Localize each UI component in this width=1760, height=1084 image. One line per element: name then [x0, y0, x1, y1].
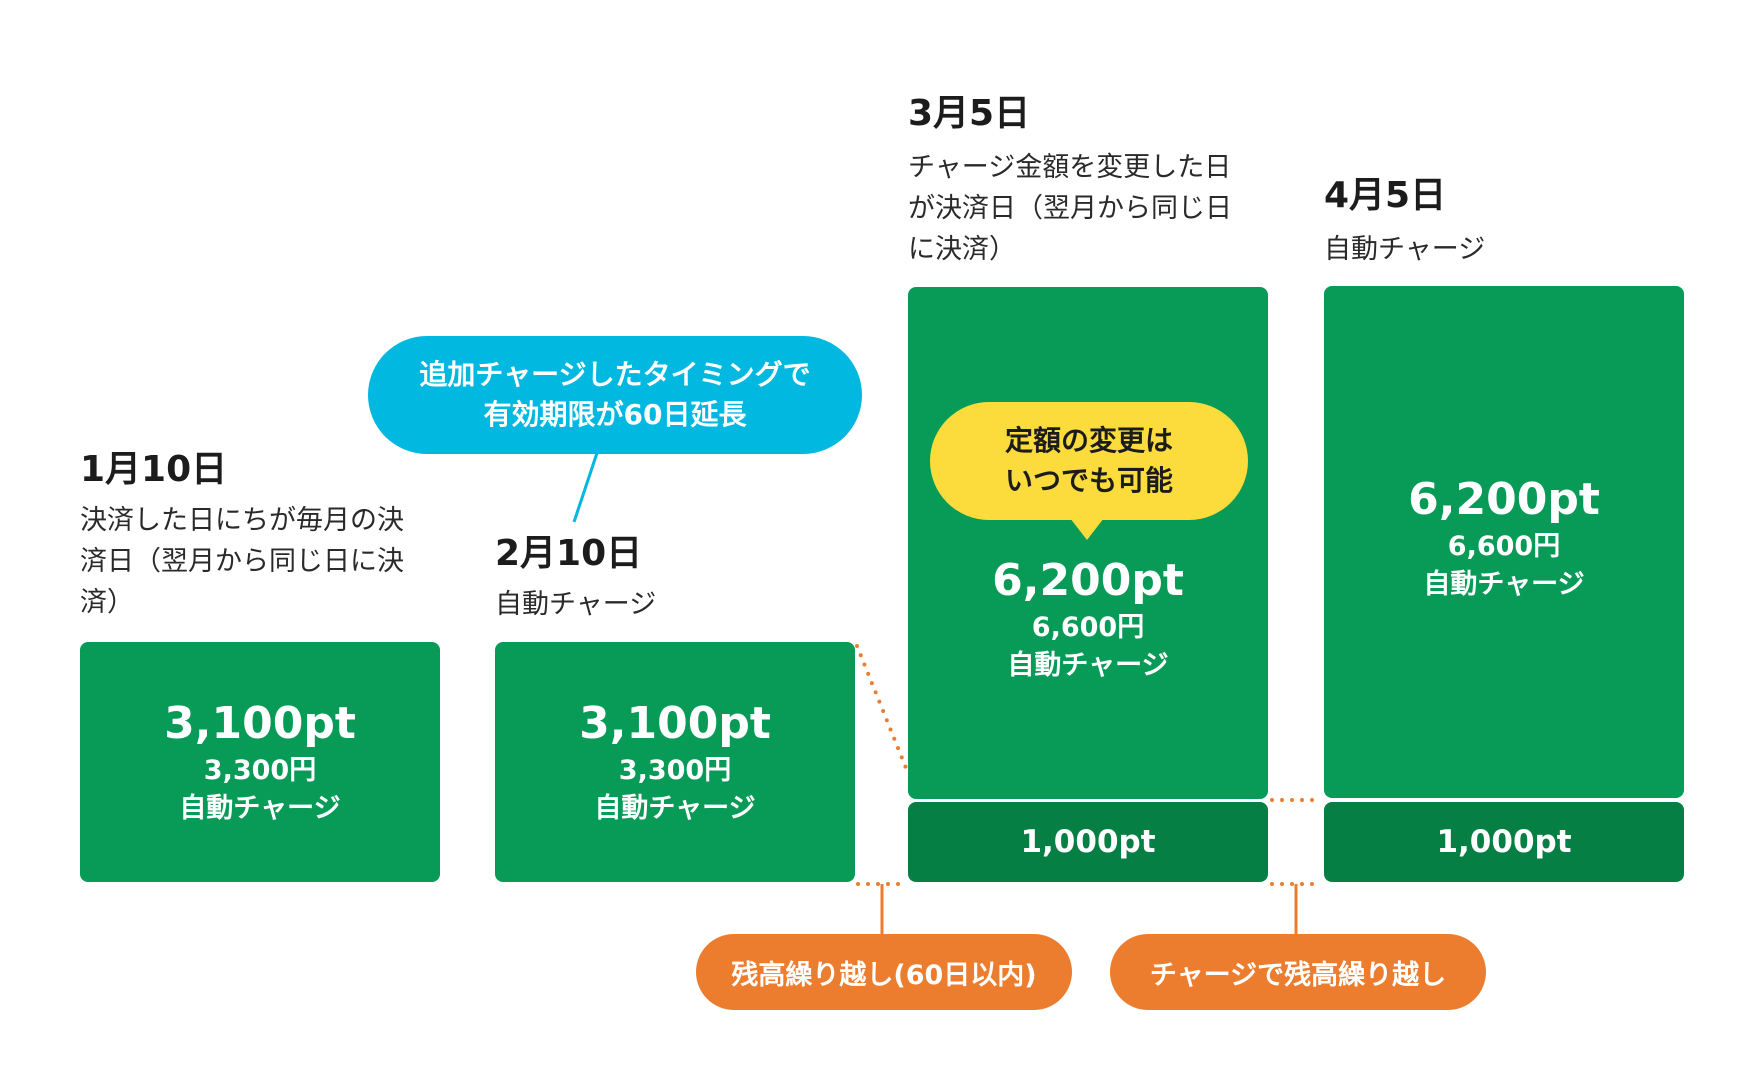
pill-label: 残高繰り越し(60日以内) — [731, 959, 1037, 991]
stage-4-description: 自動チャージ — [1324, 229, 1704, 270]
charge-mode: 自動チャージ — [1423, 569, 1585, 600]
callout-line: 追加チャージしたタイミングで — [419, 358, 811, 391]
stage-1-description: 決済した日にちが毎月の決 済日（翌月から同じ日に決 済） — [80, 500, 450, 623]
pill-label: チャージで残高繰り越し — [1149, 959, 1447, 991]
charge-yen: 3,300円 — [618, 755, 732, 786]
stage-1-description-line: 済） — [80, 587, 134, 618]
charge-mode: 自動チャージ — [594, 793, 756, 824]
stage-3-description: チャージ金額を変更した日 が決済日（翌月から同じ日 に決済） — [908, 147, 1288, 270]
stage-1-description-line: 決済した日にちが毎月の決 — [80, 505, 404, 536]
stage-4-description-line: 自動チャージ — [1324, 234, 1486, 265]
stage-4-date: 4月5日 — [1324, 175, 1447, 216]
carryover-by-charge-pill: チャージで残高繰り越し — [1110, 934, 1486, 1010]
dotted-connector-box2-to-box3 — [855, 644, 908, 770]
charge-yen: 6,600円 — [1447, 531, 1561, 562]
charge-points: 3,100pt — [164, 698, 356, 749]
stage-4-carryover-box: 1,000pt — [1324, 802, 1684, 882]
stage-1-date: 1月10日 — [80, 449, 228, 490]
charge-points: 6,200pt — [1408, 474, 1600, 525]
stage-3-carryover-box: 1,000pt — [908, 802, 1268, 882]
carryover-60days-pill: 残高繰り越し(60日以内) — [696, 934, 1072, 1010]
charge-yen: 6,600円 — [1031, 612, 1145, 643]
callout-line: 有効期限が60日延長 — [483, 398, 747, 431]
blue-callout-pointer — [572, 449, 600, 523]
stage-2-charge-box: 3,100pt 3,300円 自動チャージ — [495, 642, 855, 882]
charge-mode: 自動チャージ — [179, 793, 341, 824]
stage-3-description-line: に決済） — [908, 234, 1016, 265]
stage-2-description-line: 自動チャージ — [495, 589, 657, 620]
carryover-points: 1,000pt — [1020, 824, 1156, 860]
stage-3-description-line: が決済日（翌月から同じ日 — [908, 193, 1232, 224]
charge-points: 6,200pt — [992, 555, 1184, 606]
stage-2-description: 自動チャージ — [495, 584, 865, 625]
amount-change-callout: 定額の変更は いつでも可能 — [930, 402, 1248, 520]
charge-mode: 自動チャージ — [1007, 650, 1169, 681]
stage-3-charge-box: 6,200pt 6,600円 自動チャージ — [908, 287, 1268, 799]
expiry-extension-callout: 追加チャージしたタイミングで 有効期限が60日延長 — [368, 336, 862, 454]
carryover-points: 1,000pt — [1436, 824, 1572, 860]
callout-line: いつでも可能 — [1004, 464, 1173, 497]
charge-yen: 3,300円 — [203, 755, 317, 786]
stage-4-charge-box: 6,200pt 6,600円 自動チャージ — [1324, 286, 1684, 798]
stage-3-date: 3月5日 — [908, 93, 1031, 134]
stage-1-charge-box: 3,100pt 3,300円 自動チャージ — [80, 642, 440, 882]
stage-3-description-line: チャージ金額を変更した日 — [908, 152, 1232, 183]
charge-points: 3,100pt — [579, 698, 771, 749]
stage-2-date: 2月10日 — [495, 533, 643, 574]
yellow-callout-tail — [1070, 518, 1104, 540]
stage-1-description-line: 済日（翌月から同じ日に決 — [80, 546, 404, 577]
callout-line: 定額の変更は — [1004, 424, 1173, 457]
